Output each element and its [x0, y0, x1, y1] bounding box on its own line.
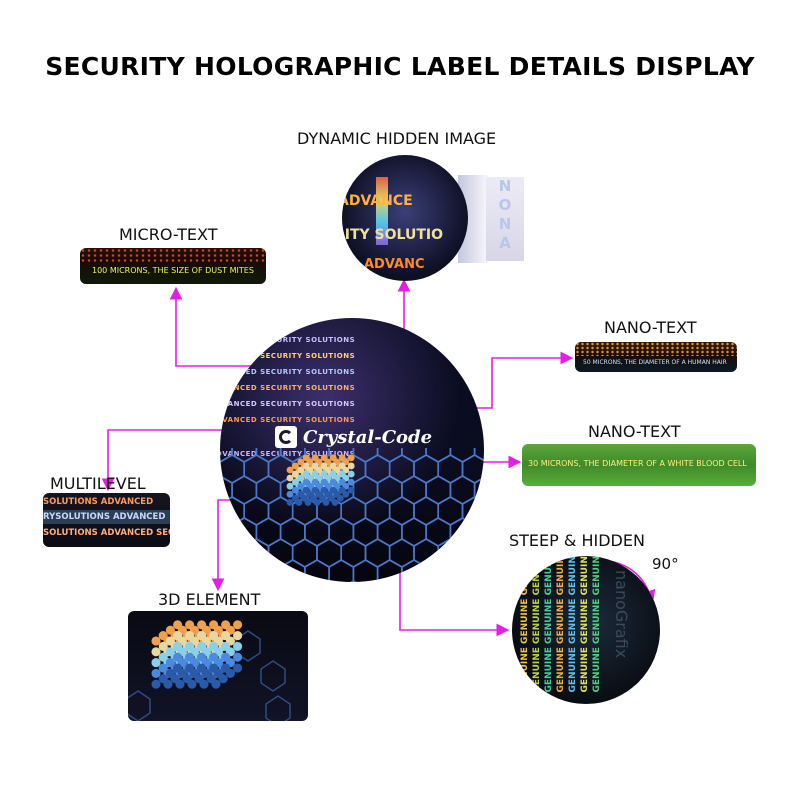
hidden-letter: O [498, 196, 512, 214]
arrow-nano-text-1 [470, 351, 574, 409]
label-nano-text-2: NANO-TEXT [588, 422, 681, 441]
hidden-letter: A [499, 234, 511, 252]
label-nano-text-1: NANO-TEXT [604, 318, 697, 337]
hexagon-mesh [220, 448, 484, 582]
micro-text-caption: 100 MICRONS, THE SIZE OF DUST MITES [92, 266, 254, 275]
nano-text-strip-2: 30 MICRONS, THE DIAMETER OF A WHITE BLOO… [522, 444, 756, 486]
steep-brand: nanoGrafix [612, 570, 631, 659]
highlight-band [43, 510, 170, 524]
label-micro-text: MICRO-TEXT [119, 225, 218, 244]
crystal-code-logo-icon [275, 426, 297, 448]
label-multilevel: MULTILEVEL [50, 474, 146, 493]
dynamic-line-2: RITY SOLUTIO [342, 227, 443, 243]
label-angle: 90° [652, 555, 679, 573]
texture [80, 248, 266, 262]
pattern-row: ADVANCED SECURITY SOLUTIONS [220, 352, 356, 360]
nano-text-caption-1: 50 MICRONS, THE DIAMETER OF A HUMAN HAIR [583, 359, 727, 366]
dynamic-image-circle: ADVANCE RITY SOLUTIO ADVANC [342, 155, 468, 281]
pattern-row: ADVANCED SECURITY SOLUTIONS [220, 336, 356, 344]
hidden-letter: N [498, 177, 512, 195]
lattice-cube [128, 620, 291, 721]
center-hologram: ADVANCED SECURITY SOLUTIONS ADVANCED SEC… [220, 318, 484, 582]
dynamic-line-1: ADVANCE [342, 193, 413, 209]
label-steep-hidden: STEEP & HIDDEN [509, 531, 645, 550]
nano-text-strip-1: 50 MICRONS, THE DIAMETER OF A HUMAN HAIR [575, 342, 737, 372]
steep-text-column: GENUINE GENUINE GENUINE [580, 556, 590, 693]
pattern-row: ADVANCED SECURITY SOLUTIONS [220, 416, 356, 424]
pattern-row: ADVANCED SECURITY SOLUTIONS [220, 384, 356, 392]
pattern-row: ADVANCED SECURITY SOLUTIONS [220, 450, 356, 458]
steep-text-column: GENUINE GENUINE GENUINE [556, 556, 566, 693]
steep-text-column: GENUINE GENUINE GENUINE [544, 556, 554, 693]
brand-logo: Crystal-Code [275, 426, 432, 448]
pattern-row: ADVANCED SECURITY SOLUTIONS [220, 400, 356, 408]
multilevel-line-2: RYSOLUTIONS ADVANCED [43, 512, 166, 522]
multilevel-strip: SOLUTIONS ADVANCED RYSOLUTIONS ADVANCED … [43, 493, 170, 547]
hidden-word-panel: N O N A [486, 177, 524, 261]
multilevel-line-3: SOLUTIONS ADVANCED SECURITY [43, 528, 170, 538]
texture [575, 342, 737, 356]
pattern-row: ADVANCED SECURITY SOLUTIONS [220, 368, 356, 376]
page-title: SECURITY HOLOGRAPHIC LABEL DETAILS DISPL… [45, 52, 755, 81]
steep-text-column: GENUINE GENUINE GENUINE [532, 556, 542, 693]
brand-name: Crystal-Code [303, 426, 433, 448]
hidden-letter: N [498, 215, 512, 233]
label-dynamic-hidden-image: DYNAMIC HIDDEN IMAGE [297, 129, 497, 148]
steep-text-column: GENUINE GENUINE GENUINE [592, 556, 602, 693]
label-3d-element: 3D ELEMENT [158, 590, 261, 609]
dynamic-line-3: ADVANC [364, 257, 425, 272]
steep-text-column: GENUINE GENUINE GENUINE [520, 556, 530, 693]
steep-text-column: GENUINE GENUINE GENUINE [568, 556, 578, 693]
steep-hidden-circle: GENUINE GENUINE GENUINE GENUINE GENUINE … [512, 556, 660, 704]
3d-element-panel [128, 611, 308, 721]
multilevel-line-1: SOLUTIONS ADVANCED [43, 497, 154, 507]
nano-text-caption-2: 30 MICRONS, THE DIAMETER OF A WHITE BLOO… [528, 459, 747, 468]
color-bar [376, 177, 388, 245]
micro-text-strip: 100 MICRONS, THE SIZE OF DUST MITES [80, 248, 266, 284]
